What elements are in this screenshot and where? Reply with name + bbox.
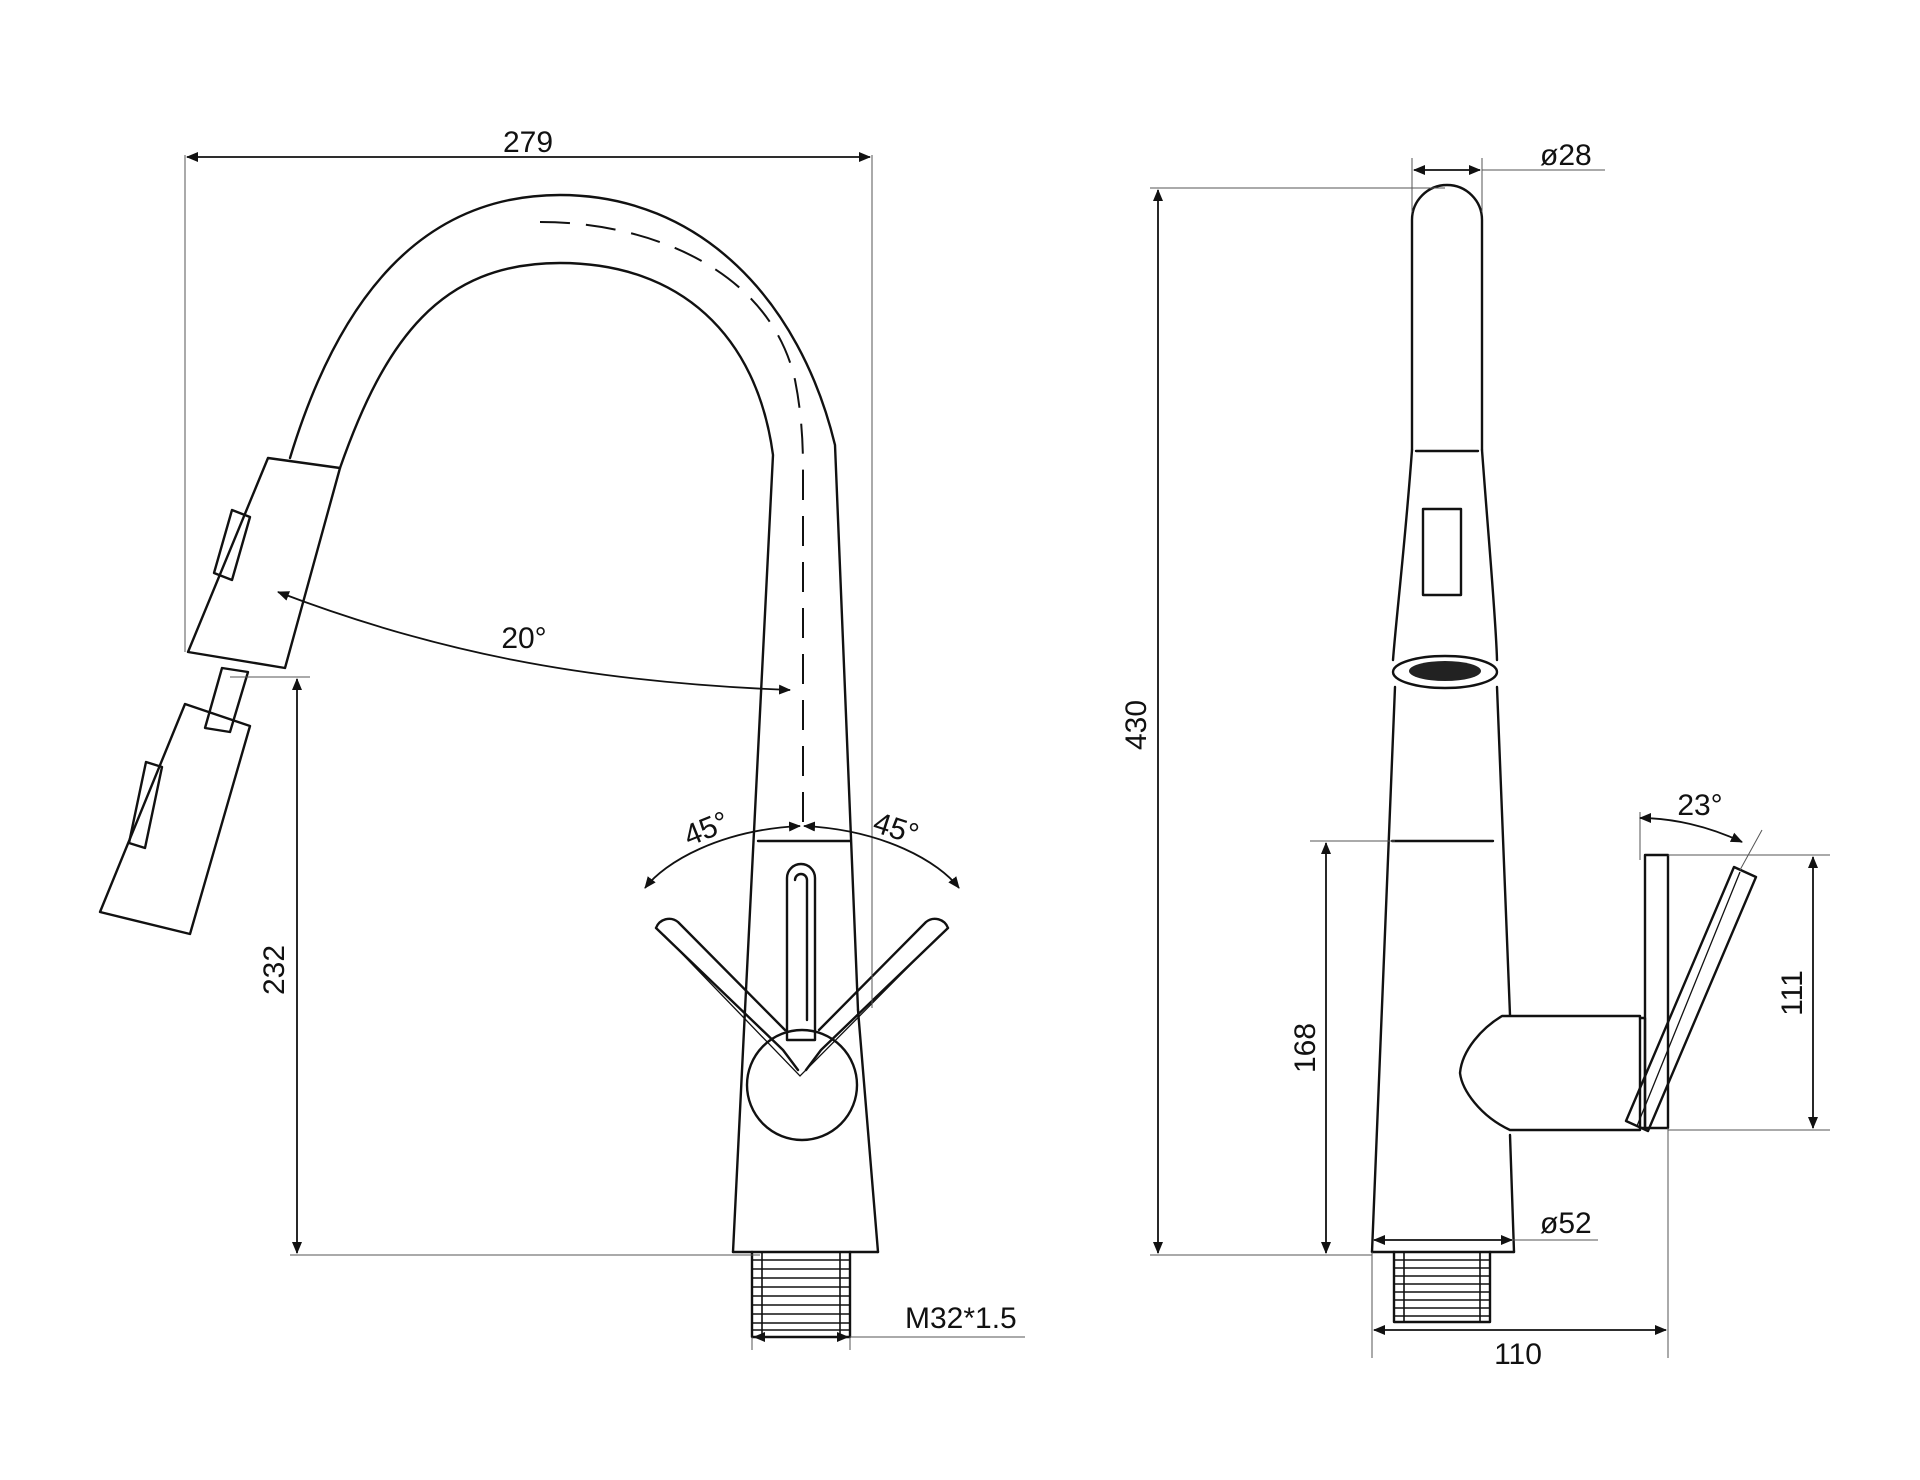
front-view: 279 232 20° 45° 45° M32*1.5 bbox=[98, 126, 1025, 1350]
dimension-height-label: 232 bbox=[258, 945, 291, 995]
spout-diameter-label: ø28 bbox=[1540, 139, 1592, 172]
faucet-body-front bbox=[288, 193, 880, 1254]
dimension-spout-diameter: ø28 bbox=[1411, 139, 1605, 212]
dimension-width-front: 279 bbox=[184, 126, 873, 1008]
dimension-lever-angle: 23° bbox=[1639, 789, 1763, 871]
spray-head-pulled bbox=[98, 666, 252, 936]
handle-angle-left-label: 45° bbox=[679, 805, 733, 853]
aerator-side bbox=[1391, 654, 1499, 690]
hidden-hose-line bbox=[539, 221, 804, 830]
side-view: ø28 430 168 23° 111 bbox=[1120, 139, 1830, 1371]
lever-height-label: 111 bbox=[1776, 970, 1809, 1016]
spray-head-docked bbox=[186, 456, 342, 670]
thread-fitting-front bbox=[750, 1250, 852, 1339]
lever-angle-label: 23° bbox=[1677, 789, 1722, 822]
dimension-base-diameter: ø52 bbox=[1373, 1207, 1598, 1245]
spray-angle-dimension: 20° bbox=[277, 591, 791, 695]
dimension-width-label: 279 bbox=[503, 126, 553, 159]
dimension-depth: 110 bbox=[1371, 1128, 1669, 1371]
thread-fitting-side bbox=[1392, 1250, 1492, 1324]
thread-dimension: M32*1.5 bbox=[751, 1302, 1025, 1350]
faucet-body-side bbox=[1370, 685, 1516, 1254]
dimension-height-front: 232 bbox=[230, 676, 760, 1256]
handle-lever-front bbox=[785, 862, 817, 1042]
dimension-handle-height: 168 bbox=[1289, 840, 1395, 1254]
spray-angle-label: 20° bbox=[501, 622, 546, 655]
handle-angle-right-label: 45° bbox=[869, 806, 922, 851]
base-diameter-label: ø52 bbox=[1540, 1207, 1592, 1240]
spray-button bbox=[1421, 507, 1463, 597]
handle-height-label: 168 bbox=[1289, 1023, 1322, 1073]
spout-side bbox=[1391, 183, 1499, 662]
thread-label: M32*1.5 bbox=[905, 1302, 1017, 1335]
handle-hub bbox=[745, 1028, 859, 1142]
total-height-label: 430 bbox=[1120, 700, 1153, 750]
dimension-lever-height: 111 bbox=[1668, 854, 1830, 1131]
handle-lever-rotated bbox=[654, 917, 950, 1077]
depth-label: 110 bbox=[1494, 1338, 1542, 1371]
dimension-total-height: 430 bbox=[1120, 187, 1445, 1256]
